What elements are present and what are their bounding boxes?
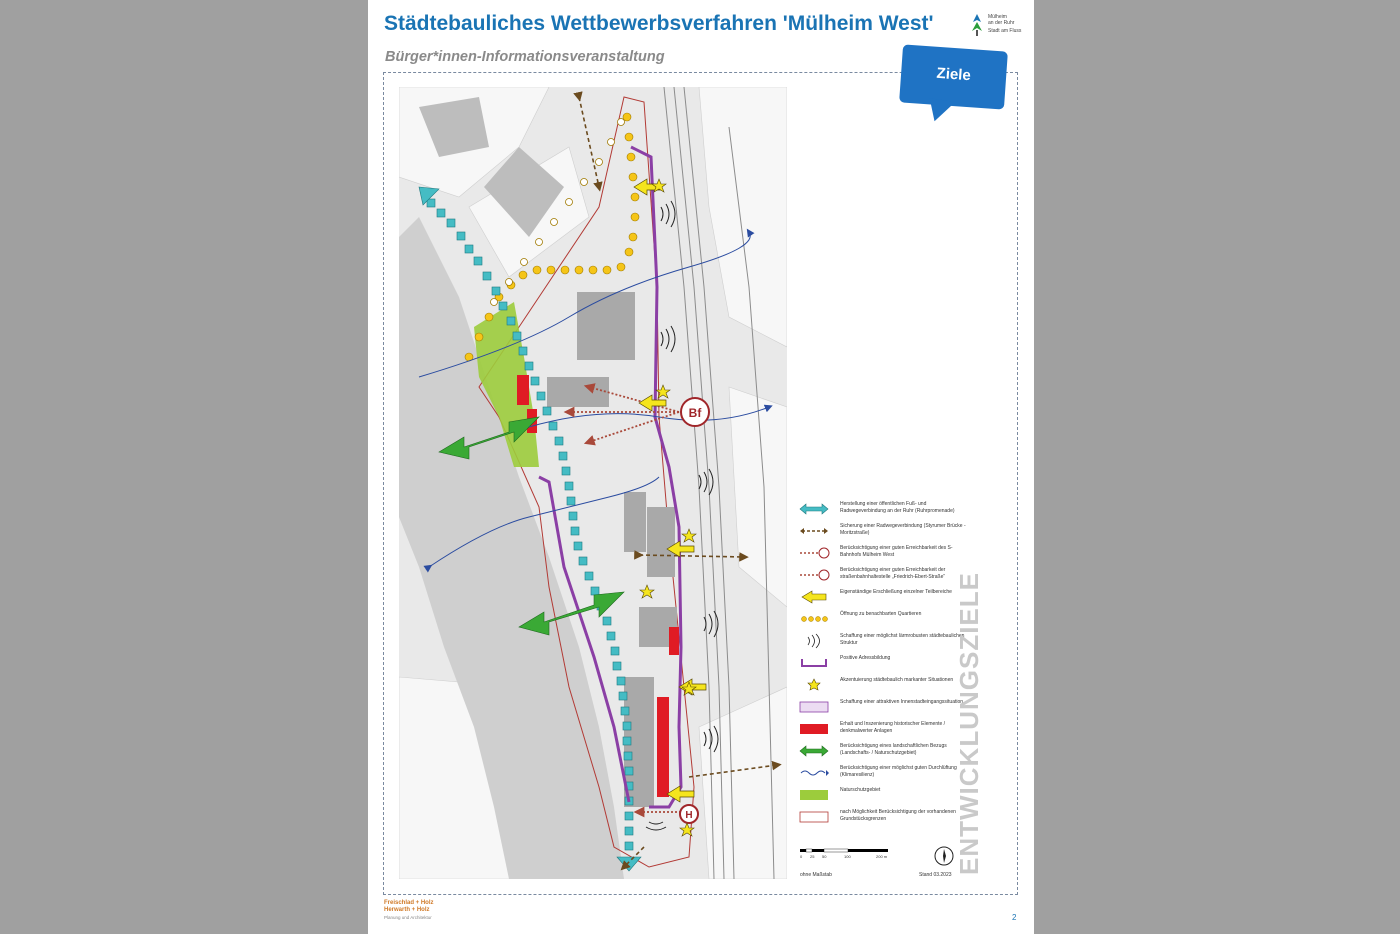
scale-tick: 50 [822,854,827,859]
legend-row: Schaffung einer attraktiven Innenstadtei… [798,697,968,719]
logo-line1: Mülheim [988,14,1007,20]
legend-text: Berücksichtigung einer möglichst guten D… [840,765,957,778]
legend-row: Naturschutzgebiet [798,785,968,807]
dotted-arrow-brown-icon [800,528,828,534]
legend-row: Berücksichtigung eines landschaftlichen … [798,741,968,763]
green-arrow-icon [799,745,829,757]
scale-bar: 0 25 50 100 200 m [800,848,888,859]
page-number: 2 [1012,913,1017,922]
page-subtitle: Bürger*innen-Informationsveranstaltung [385,49,665,65]
bf-dotted-arrow-icon [800,547,830,559]
legend-row: Öffnung zu benachbarten Quartieren [798,609,968,631]
footer-firm-3: Planung und Architektur [384,915,432,920]
building-1 [577,292,635,360]
side-heading: ENTWICKLUNGSZIELE [954,572,984,875]
legend-row: Berücksichtigung einer möglichst guten D… [798,763,968,785]
footer-firm-1: Freischlad + Holz [384,900,434,906]
landscape-arrows [438,416,625,636]
legend-text: Erhalt und Inszenierung historischer Ele… [840,721,946,734]
legend-text: Öffnung zu benachbarten Quartieren [840,611,922,617]
legend-row: Eigenständige Erschließung einzelner Tei… [798,587,968,609]
legend-row: Erhalt und Inszenierung historischer Ele… [798,719,968,741]
goals-badge: Ziele [899,44,1008,110]
access-arrows [633,178,707,803]
content-frame [383,72,1018,895]
green-box-icon [800,790,828,800]
legend-text: nach Möglichkeit Berücksichtigung der vo… [840,809,956,822]
industrial-buildings [419,97,564,237]
purple-bracket-icon [801,659,827,667]
legend-text: Berücksichtigung einer guten Erreichbark… [840,567,946,580]
railway-tracks [663,87,775,879]
landmark-stars [639,178,697,837]
legend-row: Akzentuierung städtebaulich markanter Si… [798,675,968,697]
red-outline-icon [799,811,829,823]
tram-stop-label: H [685,810,692,821]
city-logo: Mülheim an der Ruhr Stadt am Fluss [968,12,1024,40]
legend-text: Herstellung einer öffentlichen Fuß- und … [840,501,955,514]
legend-row: Berücksichtigung einer guten Erreichbark… [798,565,968,587]
legend-row: Sicherung einer Radwegeverbindung (Styru… [798,521,968,543]
north-arrow-icon [934,846,954,866]
h-dotted-arrow-icon [800,569,830,581]
legend-text: Positive Adressbildung [840,655,891,661]
legend-row: nach Möglichkeit Berücksichtigung der vo… [798,807,968,829]
poster-page: Städtebauliches Wettbewerbsverfahren 'Mü… [368,0,1034,934]
legend-row: Positive Adressbildung [798,653,968,675]
station-bf-label: Bf [689,406,703,420]
legend-row: Berücksichtigung einer guten Erreichbark… [798,543,968,565]
city-emblem-icon [972,14,982,36]
circle-dots-icon [801,616,828,622]
site-map: Bf H [399,87,787,879]
legend-text: Berücksichtigung eines landschaftlichen … [840,743,947,756]
circle-dots-path [464,112,640,362]
goals-badge-label: Ziele [936,64,972,85]
date-stamp: Stand 03.2023 [919,872,952,878]
footer-firm-2: Herwarth + Holz [384,907,430,913]
legend-row: Herstellung einer öffentlichen Fuß- und … [798,499,968,521]
ventilation-arrows [418,228,773,573]
blue-wave-icon [800,770,829,776]
double-arrow-teal-icon [799,503,829,515]
scale-tick: 0 [800,854,803,859]
station-bf-icon [680,397,710,427]
legend-text: Berücksichtigung einer guten Erreichbark… [840,545,953,558]
star-icon [807,678,821,691]
legend-text: Sicherung einer Radwegeverbindung (Styru… [840,523,966,536]
legend-text: Naturschutzgebiet [840,787,881,793]
building-2 [547,377,609,407]
building-3 [624,492,646,552]
badge-tail [926,98,956,124]
red-box-icon [800,724,828,734]
logo-line3: Stadt am Fluss [988,28,1022,34]
scale-tick: 200 m [876,854,888,859]
river-ruhr [399,217,624,879]
page-title: Städtebauliches Wettbewerbsverfahren 'Mü… [384,12,934,35]
lilac-box-icon [799,701,829,713]
legend-row: Schaffung einer möglichst lärmrobusten s… [798,631,968,653]
yellow-arrow-icon [801,590,827,604]
scale-tick: 100 [844,854,851,859]
legend-text: Schaffung einer möglichst lärmrobusten s… [840,633,965,646]
noise-waves-icon [807,633,820,649]
tram-stop-icon [679,804,699,824]
legend-text: Eigenständige Erschließung einzelner Tei… [840,589,952,595]
noise-waves [645,200,719,831]
scale-note: ohne Maßstab [800,872,832,878]
legend-text: Schaffung einer attraktiven Innenstadtei… [840,699,964,705]
building-4 [647,507,675,577]
bike-route [573,91,782,871]
legend-text: Akzentuierung städtebaulich markanter Si… [840,677,954,683]
logo-line2: an der Ruhr [988,20,1015,26]
scale-tick: 25 [810,854,815,859]
